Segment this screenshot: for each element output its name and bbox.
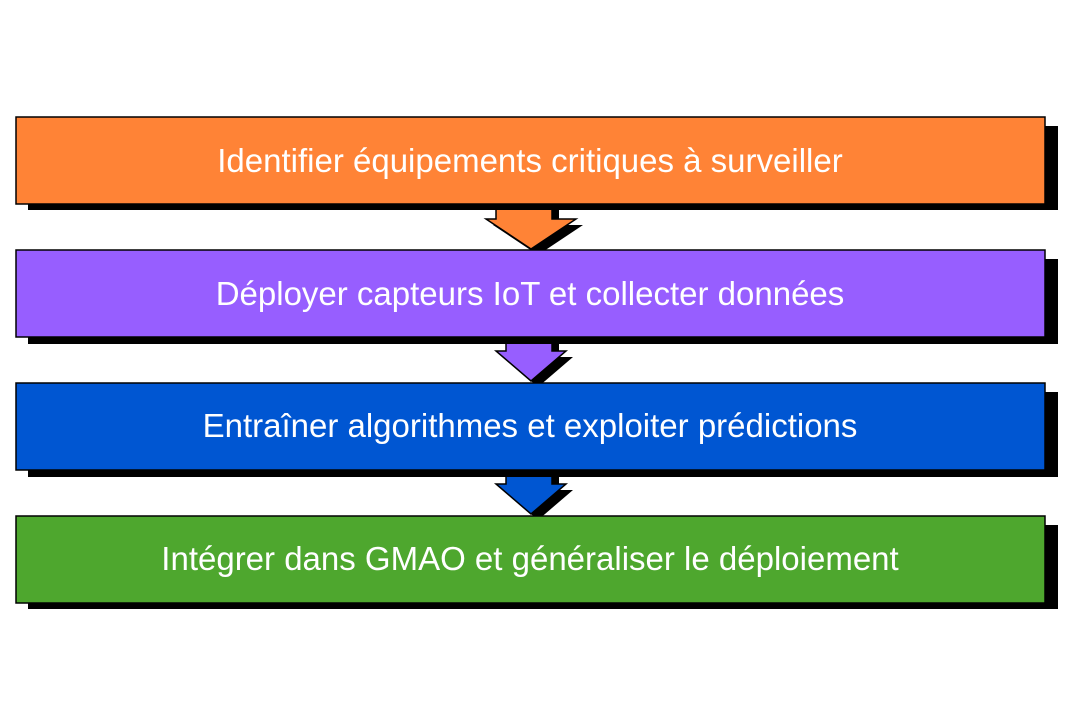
step-2-label: Déployer capteurs IoT et collecter donné… [216,275,845,312]
flow-arrows [483,199,583,520]
step-4-label: Intégrer dans GMAO et généraliser le dép… [161,540,898,577]
step-1-label: Identifier équipements critiques à surve… [217,142,842,179]
step-2-box [15,249,1046,338]
step-3-box [15,382,1046,471]
step-4-box [15,515,1046,604]
step-3: Entraîner algorithmes et exploiter prédi… [15,382,1058,477]
step-3-label: Entraîner algorithmes et exploiter prédi… [203,407,858,444]
step-1-box [15,116,1046,205]
step-2: Déployer capteurs IoT et collecter donné… [15,249,1058,344]
step-1: Identifier équipements critiques à surve… [15,116,1058,210]
step-4: Intégrer dans GMAO et généraliser le dép… [15,515,1058,609]
